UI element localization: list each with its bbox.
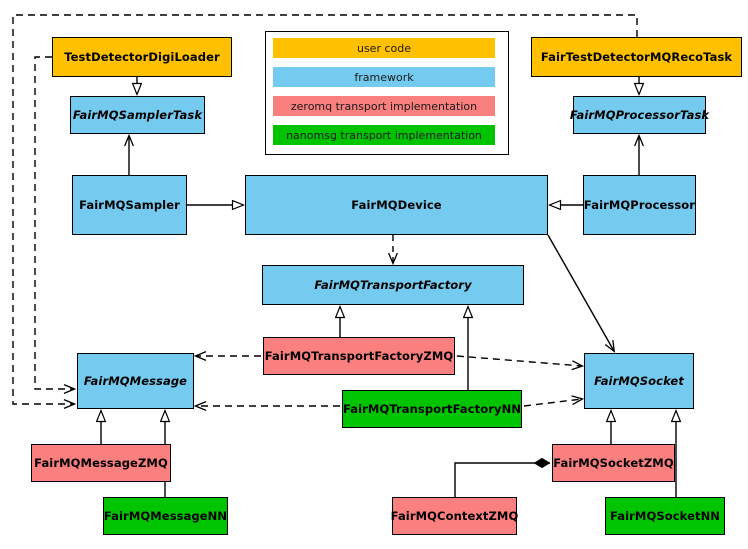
class-node-testdetectordigiloader[interactable]: TestDetectorDigiLoader bbox=[52, 37, 232, 77]
legend-item-framework: framework bbox=[273, 67, 495, 87]
class-node-fairmqtransportfactory[interactable]: FairMQTransportFactory bbox=[262, 265, 524, 305]
legend-label-user-code: user code bbox=[356, 41, 412, 55]
class-node-fairmqmessage[interactable]: FairMQMessage bbox=[77, 353, 194, 409]
edge-contextzmq-socketzmq bbox=[454, 457, 551, 497]
legend-panel: user code framework zeromq transport imp… bbox=[265, 31, 509, 155]
class-node-fairmqsocket[interactable]: FairMQSocket bbox=[584, 353, 694, 409]
class-node-fairmqprocessor[interactable]: FairMQProcessor bbox=[583, 175, 696, 235]
edge-tfzmq-socket bbox=[456, 355, 582, 366]
class-node-fairmqdevice[interactable]: FairMQDevice bbox=[245, 175, 548, 235]
edge-digiloader-message bbox=[34, 56, 74, 389]
class-node-fairmqcontextzmq[interactable]: FairMQContextZMQ bbox=[391, 497, 518, 535]
legend-label-nanomsg: nanomsg transport implementation bbox=[286, 128, 482, 142]
class-node-fairmqsocketzmq[interactable]: FairMQSocketZMQ bbox=[552, 444, 675, 482]
legend-item-user-code: user code bbox=[273, 38, 495, 58]
class-node-fairmqmessagezmq[interactable]: FairMQMessageZMQ bbox=[31, 444, 171, 482]
class-node-fairmqsamplertask[interactable]: FairMQSamplerTask bbox=[70, 96, 205, 134]
edge-tfnn-socket bbox=[523, 399, 582, 407]
legend-item-nanomsg: nanomsg transport implementation bbox=[273, 125, 495, 145]
legend-item-zeromq: zeromq transport implementation bbox=[273, 96, 495, 116]
legend-label-framework: framework bbox=[354, 70, 414, 84]
class-node-fairmqtransportfactorynn[interactable]: FairMQTransportFactoryNN bbox=[342, 390, 522, 428]
legend-label-zeromq: zeromq transport implementation bbox=[290, 99, 478, 113]
class-node-fairtestdetectormqrecotask[interactable]: FairTestDetectorMQRecoTask bbox=[531, 37, 742, 77]
class-node-fairmqmessagenn[interactable]: FairMQMessageNN bbox=[103, 497, 228, 535]
class-node-fairmqtransportfactoryzmq[interactable]: FairMQTransportFactoryZMQ bbox=[263, 337, 455, 375]
class-node-fairmqsampler[interactable]: FairMQSampler bbox=[72, 175, 187, 235]
class-node-fairmqsocketnn[interactable]: FairMQSocketNN bbox=[605, 497, 725, 535]
edge-device-socket bbox=[547, 234, 614, 351]
class-node-fairmqprocessortask[interactable]: FairMQProcessorTask bbox=[570, 96, 709, 134]
